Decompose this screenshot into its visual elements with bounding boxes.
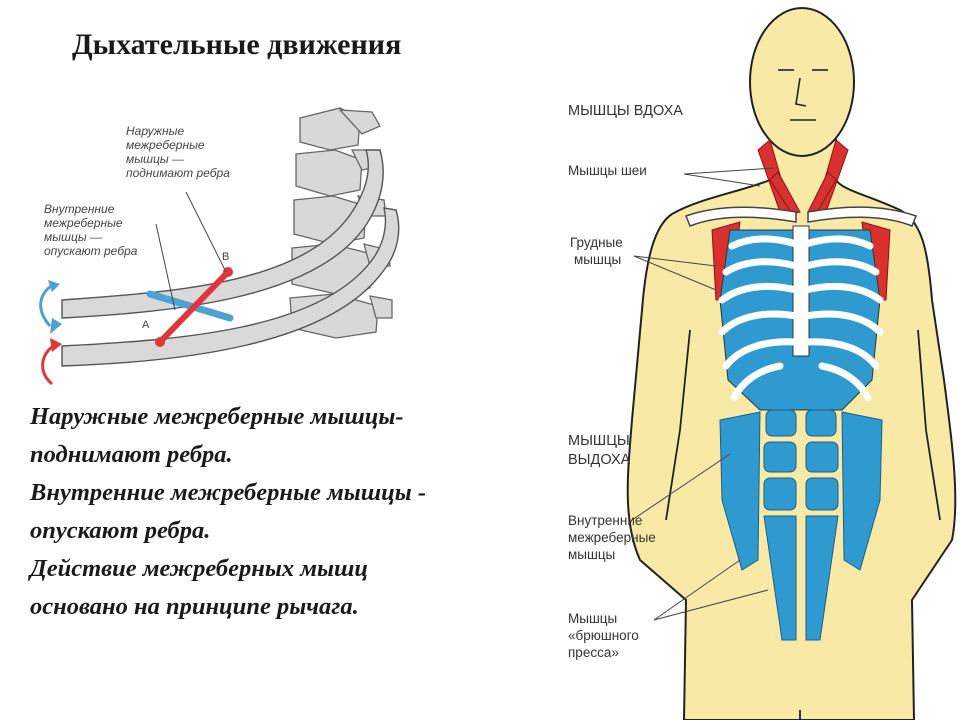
label-line: межреберные	[568, 530, 656, 545]
label-line: Внутренние	[44, 202, 115, 216]
label-line: поднимают ребра	[126, 166, 230, 180]
neck-muscles-label: Мышцы шеи	[568, 163, 647, 178]
label-internal-intercostal: Внутренние межреберные мышцы — опускают …	[44, 202, 137, 258]
label-line: «брюшного	[568, 628, 639, 643]
text-line: Действие межреберных мышц	[30, 555, 369, 582]
label-line: пресса»	[568, 645, 619, 660]
text-line: Наружные межреберные мышцы-	[30, 403, 404, 430]
abdominal-muscles	[719, 409, 883, 641]
rib-lower	[61, 207, 400, 367]
label-line: межреберные	[126, 138, 205, 152]
face-features	[778, 69, 828, 121]
clavicles	[685, 206, 917, 227]
ribcage	[719, 225, 881, 411]
text-line: Внутренние межреберные мышцы -	[30, 479, 427, 506]
text-line: основано на принципе рычага.	[30, 593, 359, 620]
label-line: МЫШЦЫ	[568, 433, 630, 449]
text-line: поднимают ребра.	[30, 441, 233, 468]
internal-intercostal-label: Внутренние межреберные мышцы	[568, 512, 656, 563]
point-a-label: A	[142, 319, 150, 331]
external-intercostal-muscle	[157, 269, 231, 345]
chest-muscles-label: Грудные мышцы	[570, 234, 623, 268]
point-a-marker	[155, 337, 165, 347]
label-line: мышцы —	[44, 230, 103, 244]
point-b-label: B	[222, 251, 230, 263]
rib-upper	[61, 149, 384, 319]
label-line: мышцы —	[126, 152, 185, 166]
label-line: Мышцы	[568, 611, 618, 626]
label-line: межреберные	[44, 216, 123, 230]
leader-internal	[155, 223, 176, 311]
label-line: мышцы	[568, 547, 616, 562]
label-line: Внутренние	[568, 513, 643, 528]
label-line: ВЫДОХА	[568, 452, 631, 468]
arrow-blue-head-icon	[50, 318, 62, 334]
leader-external	[185, 191, 227, 273]
label-line: Грудные	[570, 235, 623, 250]
inhale-muscles-header: МЫШЦЫ ВДОХА	[568, 103, 683, 119]
internal-intercostal-muscle	[146, 290, 234, 322]
page-title: Дыхательные движения	[72, 28, 402, 61]
leader-lines	[631, 167, 775, 621]
label-external-intercostal: Наружные межреберные мышцы — поднимают р…	[126, 124, 230, 180]
label-line: мышцы	[574, 252, 622, 267]
exhale-muscles-header: МЫШЦЫ ВЫДОХА	[568, 432, 630, 470]
neck-muscles	[757, 139, 849, 215]
abdominal-muscles-label: Мышцы «брюшного пресса»	[568, 610, 639, 661]
point-b-marker	[223, 267, 233, 277]
rib-bones	[718, 235, 884, 402]
label-line: опускают ребра	[44, 244, 138, 258]
text-line: опускают ребра.	[30, 517, 211, 544]
explanation-text: Наружные межреберные мышцы- поднимают ре…	[30, 398, 550, 626]
label-line: Наружные	[126, 124, 185, 138]
